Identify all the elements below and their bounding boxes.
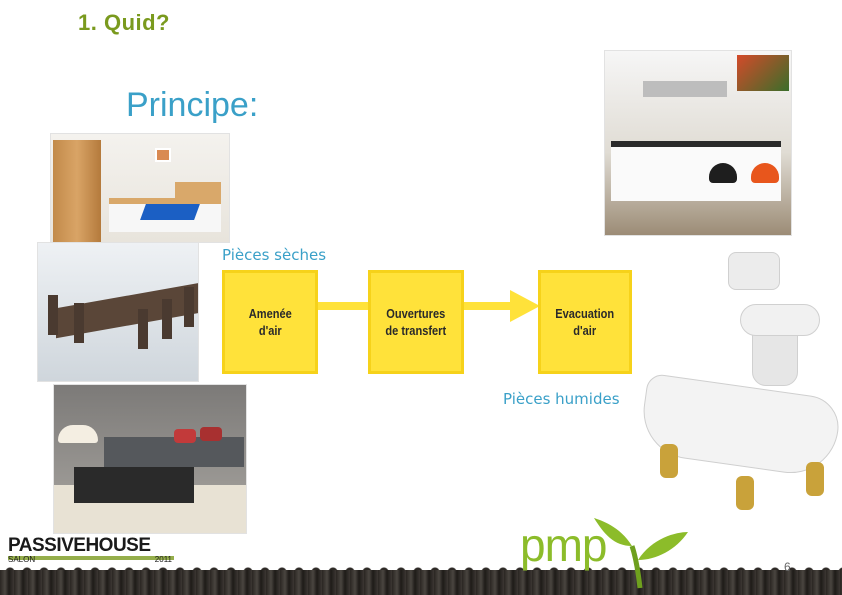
transfer-openings-box: Ouvertures de transfert: [368, 270, 464, 374]
right-arrow-icon: [464, 290, 540, 322]
air-exhaust-box: Evacuation d'air: [538, 270, 632, 374]
bathtub-photo: [636, 372, 842, 530]
air-supply-box: Amenée d'air: [222, 270, 318, 374]
transfer-openings-label: Ouvertures de transfert: [385, 306, 447, 338]
soil-strip: [0, 570, 842, 595]
slide-title: 1. Quid?: [78, 10, 170, 35]
air-supply-label: Amenée d'air: [248, 306, 292, 338]
arrow-connector: [318, 302, 368, 310]
page-number: 6: [784, 560, 791, 574]
air-exhaust-label: Evacuation d'air: [555, 306, 615, 338]
dining-room-photo: [37, 242, 199, 382]
slide-subtitle: Principe:: [126, 86, 259, 124]
pmp-logo: pmp: [520, 519, 607, 571]
toilet-photo: [722, 248, 824, 390]
passivehouse-logo: PASSIVEHOUSE SALON 2011: [8, 535, 176, 565]
living-room-photo: [53, 384, 247, 534]
bedroom-photo: [50, 133, 230, 243]
wet-rooms-label: Pièces humides: [503, 390, 620, 408]
passivehouse-year: 2011: [154, 555, 172, 564]
dry-rooms-label: Pièces sèches: [222, 246, 327, 264]
soil-strip-top: [0, 562, 842, 572]
kitchen-photo: [604, 50, 792, 236]
passivehouse-name: PASSIVEHOUSE: [8, 535, 151, 556]
sprout-icon: [594, 518, 688, 589]
passivehouse-salon: SALON: [8, 555, 36, 564]
airflow-diagram: Amenée d'air Ouvertures de transfert Eva…: [218, 268, 638, 380]
